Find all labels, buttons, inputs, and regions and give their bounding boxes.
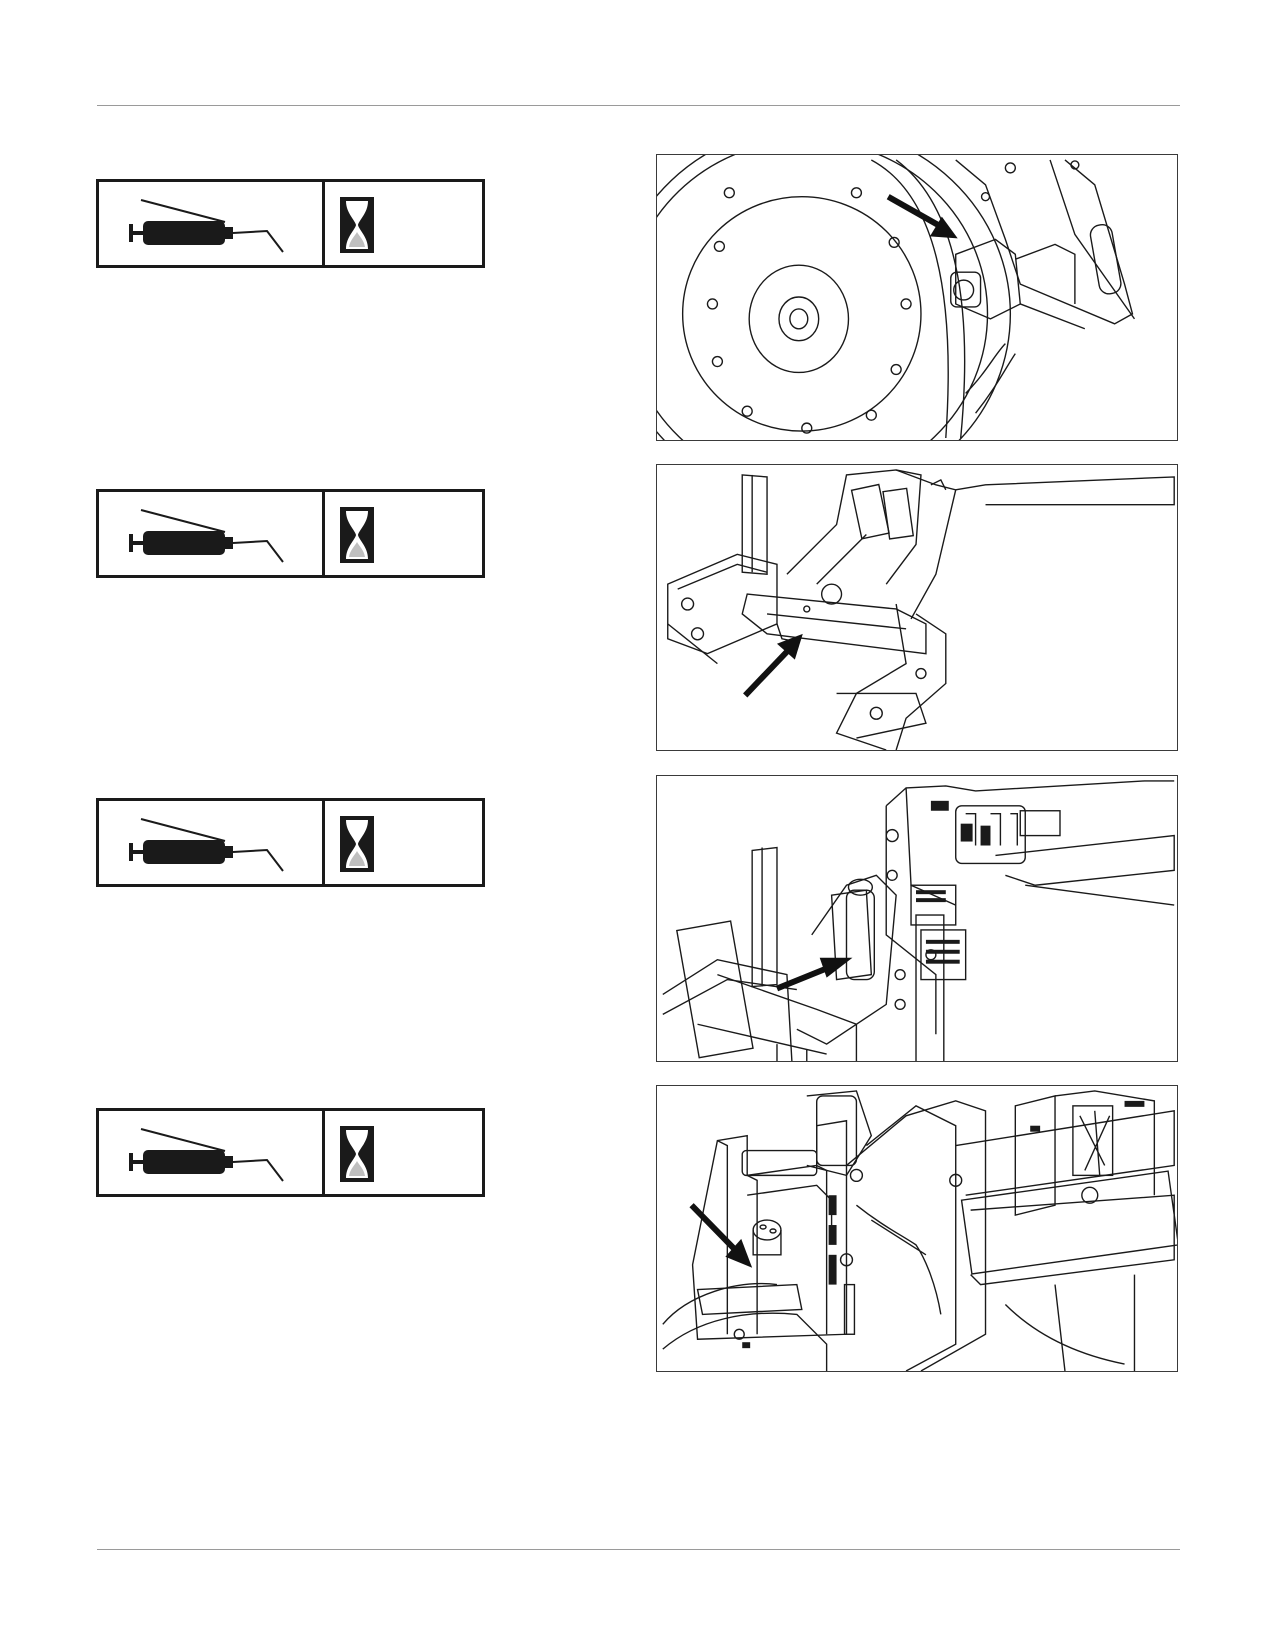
- arrow-indicator: [689, 1203, 753, 1268]
- lubrication-symbol-box: [96, 489, 485, 578]
- hourglass-icon: [340, 816, 374, 872]
- symbol-divider: [322, 182, 325, 265]
- grease-gun-icon: [129, 1128, 284, 1182]
- symbol-divider: [322, 492, 325, 575]
- hourglass-icon: [340, 1126, 374, 1182]
- lubrication-symbol-box: [96, 798, 485, 887]
- arrow-indicator: [886, 194, 958, 239]
- lubrication-symbol-box: [96, 179, 485, 268]
- figure-gauge-wheel-pivot: [656, 154, 1178, 441]
- frame-pivot-illustration: [667, 469, 1175, 750]
- figure-lift-cylinder-pin: [656, 775, 1178, 1062]
- footer-rule: [97, 1549, 1180, 1550]
- lubrication-symbol-box: [96, 1108, 485, 1197]
- grease-gun-icon: [129, 818, 284, 872]
- symbol-divider: [322, 1111, 325, 1194]
- hourglass-icon: [340, 507, 374, 563]
- header-rule: [97, 105, 1180, 106]
- lift-cylinder-illustration: [662, 780, 1175, 1061]
- hitch-pivot-illustration: [662, 1090, 1177, 1371]
- figure-frame-pivot: [656, 464, 1178, 751]
- grease-gun-icon: [129, 509, 284, 563]
- figure-hitch-pivot: [656, 1085, 1178, 1372]
- symbol-divider: [322, 801, 325, 884]
- gauge-wheel-illustration: [657, 155, 1136, 440]
- arrow-indicator: [743, 633, 803, 698]
- grease-gun-icon: [129, 199, 284, 253]
- hourglass-icon: [340, 197, 374, 253]
- arrow-indicator: [775, 957, 853, 992]
